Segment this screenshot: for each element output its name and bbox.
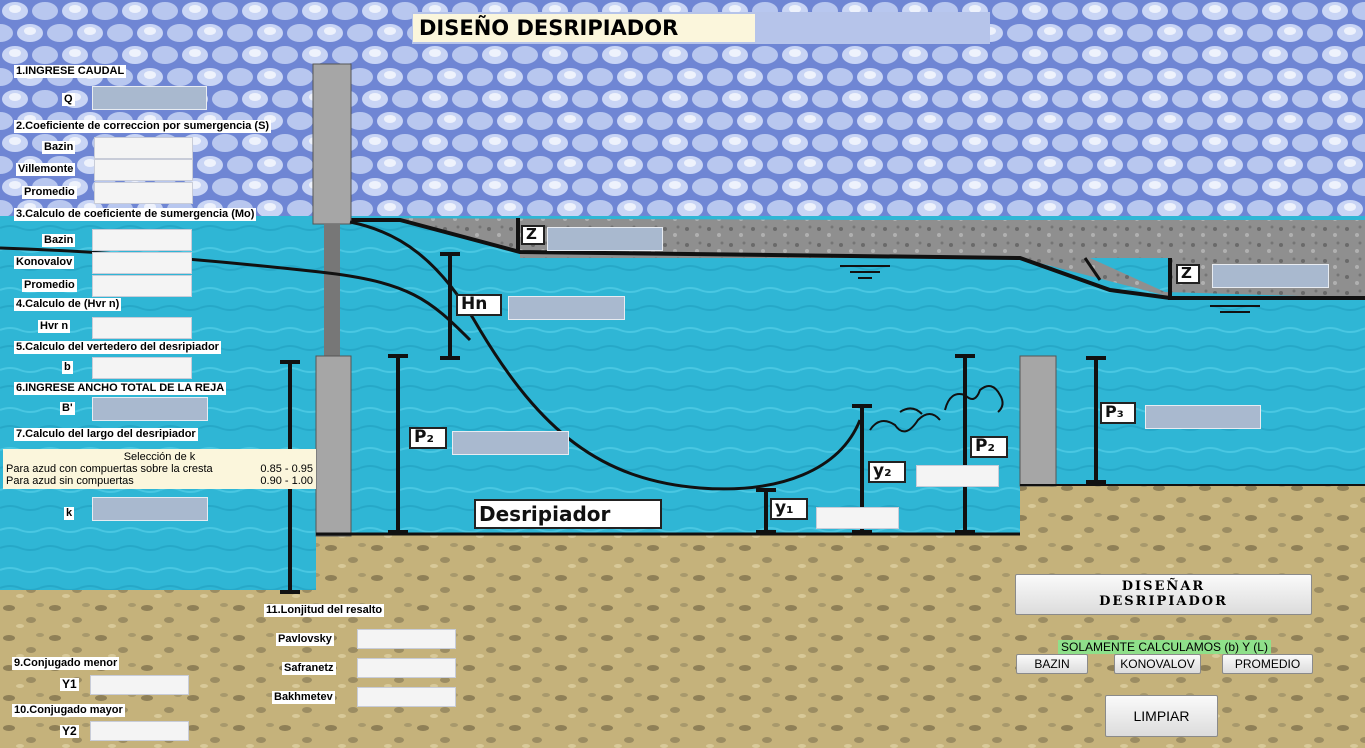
section-label-submergence: 3.Calculo de coeficiente de sumergencia … xyxy=(14,208,257,221)
k-row1-value: 0.85 - 0.95 xyxy=(260,463,313,475)
y1-input[interactable] xyxy=(90,675,189,695)
y1-diagram-input[interactable] xyxy=(816,507,899,529)
k-selection-title: Selección de k xyxy=(123,451,196,463)
y2-diagram-input[interactable] xyxy=(916,465,999,487)
b-input[interactable] xyxy=(92,357,192,379)
field-label-hvrn: Hvr n xyxy=(38,320,71,333)
k-row2-label: Para azud sin compuertas xyxy=(6,475,134,487)
section-label-y1: 9.Conjugado menor xyxy=(12,657,120,670)
hvrn-input[interactable] xyxy=(92,317,192,339)
field-label-y2: Y2 xyxy=(60,724,79,738)
promedio-s-input[interactable] xyxy=(94,182,193,204)
field-label-pavlovsky: Pavlovsky xyxy=(276,633,334,646)
bazin-mo-input[interactable] xyxy=(92,229,192,251)
konovalov-input[interactable] xyxy=(92,252,192,274)
k-row2-value: 0.90 - 1.00 xyxy=(260,475,313,487)
section-label-caudal: 1.INGRESE CAUDAL xyxy=(14,65,127,78)
k-input[interactable] xyxy=(92,497,208,521)
field-label-q: Q xyxy=(62,93,75,106)
y2-tag: y₂ xyxy=(868,461,906,483)
section-label-length: 7.Calculo del largo del desripiador xyxy=(14,428,198,441)
bakhmetev-input[interactable] xyxy=(357,687,456,707)
clear-button[interactable]: LIMPIAR xyxy=(1105,695,1218,737)
field-label-villemonte: Villemonte xyxy=(16,163,76,176)
z-downstream-input[interactable] xyxy=(1212,264,1329,288)
y1-tag: y₁ xyxy=(770,498,808,520)
design-button[interactable]: DISEÑAR DESRIPIADOR xyxy=(1015,574,1312,615)
p3-tag: P₃ xyxy=(1100,402,1136,424)
promedio-mo-input[interactable] xyxy=(92,275,192,297)
field-label-promedio-mo: Promedio xyxy=(22,279,77,292)
p2-left-tag: P₂ xyxy=(409,427,447,449)
section-label-weir: 5.Calculo del vertedero del desripiador xyxy=(14,341,221,354)
field-label-bakhmetev: Bakhmetev xyxy=(272,691,335,704)
field-label-b: b xyxy=(62,361,73,374)
section-label-correction: 2.Coeficiente de correccion por sumergen… xyxy=(14,120,272,133)
section-label-hvrn: 4.Calculo de (Hvr n) xyxy=(14,298,122,311)
section-label-jump-length: 11.Lonjitud del resalto xyxy=(264,604,385,617)
page-title: DISEÑO DESRIPIADOR xyxy=(413,14,755,42)
desripiador-label: Desripiador xyxy=(474,499,662,529)
p3-input[interactable] xyxy=(1145,405,1261,429)
bazin-s-input[interactable] xyxy=(94,137,193,159)
field-label-y1: Y1 xyxy=(60,677,79,691)
field-label-bazin-s: Bazin xyxy=(42,141,76,154)
bazin-button[interactable]: BAZIN xyxy=(1016,654,1088,674)
safranetz-input[interactable] xyxy=(357,658,456,678)
b-prime-input[interactable] xyxy=(92,397,208,421)
note-label: SOLAMENTE CALCULAMOS (b) Y (L) xyxy=(1058,640,1271,654)
pavlovsky-input[interactable] xyxy=(357,629,456,649)
field-label-promedio-s: Promedio xyxy=(22,186,77,199)
section-label-width: 6.INGRESE ANCHO TOTAL DE LA REJA xyxy=(14,382,227,395)
promedio-button[interactable]: PROMEDIO xyxy=(1222,654,1313,674)
hn-input[interactable] xyxy=(508,296,625,320)
q-input[interactable] xyxy=(92,86,207,110)
k-selection-panel: Selección de k Para azud con compuertas … xyxy=(3,449,316,489)
hn-tag: Hn xyxy=(456,294,502,316)
z-upstream-tag: Z xyxy=(521,225,545,245)
field-label-bazin-mo: Bazin xyxy=(42,234,76,247)
z-downstream-tag: Z xyxy=(1176,264,1200,284)
field-label-konovalov: Konovalov xyxy=(14,256,75,269)
p2-right-tag: P₂ xyxy=(970,436,1008,458)
k-row1-label: Para azud con compuertas sobre la cresta xyxy=(6,463,213,475)
field-label-b-prime: B' xyxy=(60,402,75,415)
konovalov-button[interactable]: KONOVALOV xyxy=(1114,654,1201,674)
y2-input[interactable] xyxy=(90,721,189,741)
section-label-y2: 10.Conjugado mayor xyxy=(12,704,125,717)
field-label-k: k xyxy=(64,507,75,520)
z-upstream-input[interactable] xyxy=(547,227,663,251)
p2-left-input[interactable] xyxy=(452,431,569,455)
villemonte-input[interactable] xyxy=(94,159,193,181)
field-label-safranetz: Safranetz xyxy=(282,662,336,675)
